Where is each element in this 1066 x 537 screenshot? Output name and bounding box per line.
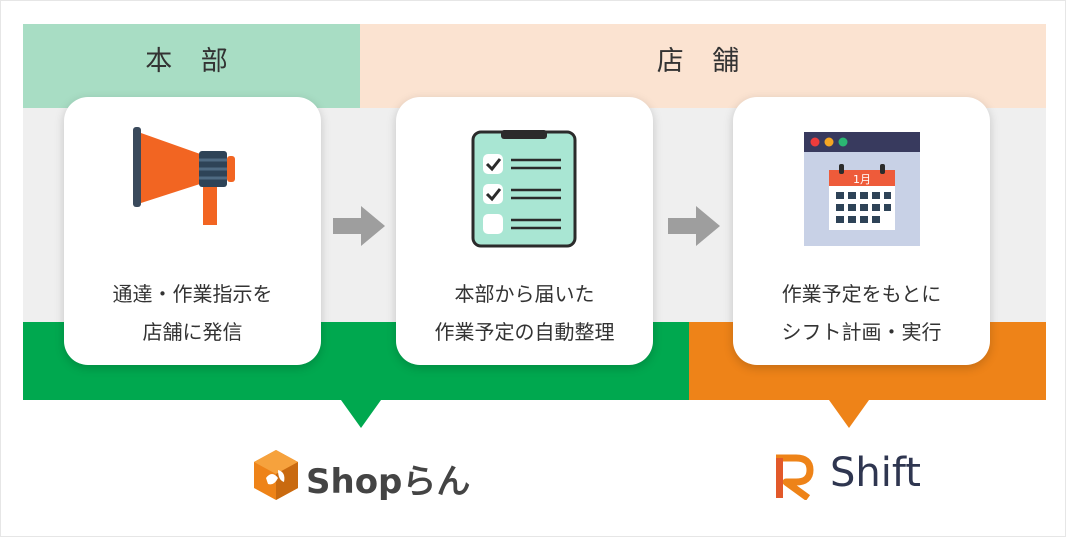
store-header-label: 店 舗 [656,46,750,77]
card-broadcast-text: 通達・作業指示を 店舗に発信 [64,275,321,351]
shopran-mark-icon [254,450,298,500]
calendar-month-label: 1月 [853,173,871,186]
rshift-r-mark-icon [776,454,814,500]
card-auto-organize-text: 本部から届いた 作業予定の自動整理 [396,275,653,351]
store-header-band: 店 舗 [360,24,1046,108]
shopran-logo: Shopらん [252,448,472,504]
megaphone-icon [133,127,235,225]
shopran-logo-text: Shopらん [306,462,471,502]
rshift-logo-text: Shift [830,450,921,496]
rshift-logo: Shift [772,448,972,504]
shopran-pointer [341,400,381,428]
card-broadcast-line1: 通達・作業指示を [112,282,273,306]
arrow-right-icon [333,206,385,246]
card-broadcast: 通達・作業指示を 店舗に発信 [64,97,321,365]
card-shift-planning-line1: 作業予定をもとに [781,282,942,306]
card-auto-organize-line2: 作業予定の自動整理 [434,320,615,344]
calendar-icon: 1月 [804,132,920,246]
hq-header-label: 本 部 [145,46,238,77]
card-shift-planning-line2: シフト計画・実行 [781,320,942,344]
card-broadcast-line2: 店舗に発信 [142,320,243,344]
card-shift-planning: 1月 作業予定をもとに シフト計画・実行 [733,97,990,365]
card-auto-organize: 本部から届いた 作業予定の自動整理 [396,97,653,365]
rshift-pointer [829,400,869,428]
checklist-clipboard-icon [471,130,577,248]
card-auto-organize-line1: 本部から届いた [454,282,595,306]
card-shift-planning-text: 作業予定をもとに シフト計画・実行 [733,275,990,351]
hq-header-band: 本 部 [23,24,360,108]
arrow-right-icon [668,206,720,246]
